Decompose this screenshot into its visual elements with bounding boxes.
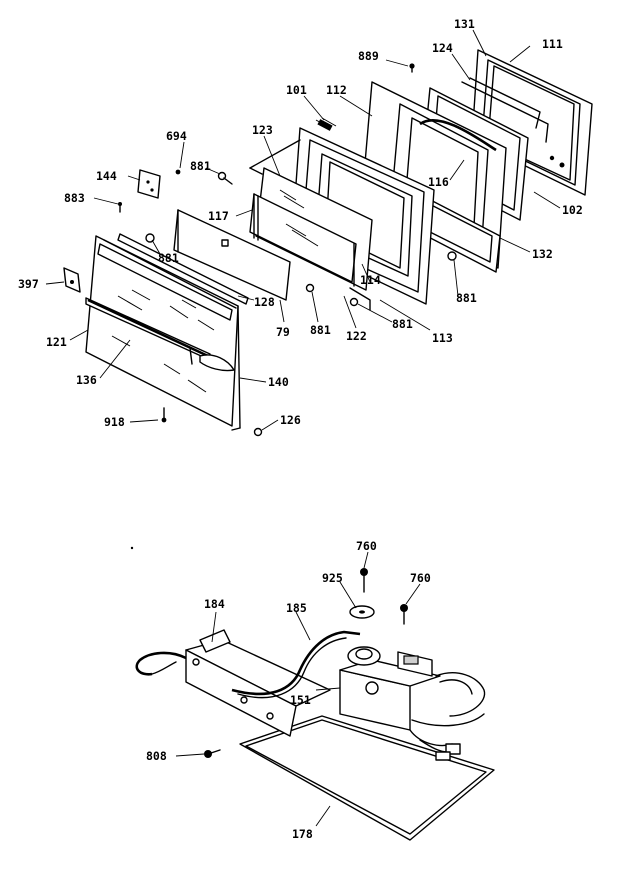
label-881-a: 881 [190,159,211,173]
part-136-handle [85,297,235,372]
wire-harness [419,739,461,761]
latch-motor-assembly: 760 925 760 184 185 151 808 178 [130,539,495,841]
label-102: 102 [562,203,583,217]
label-116: 116 [428,175,449,189]
part-178-base-plate [239,715,495,841]
label-694: 694 [166,129,187,143]
label-881-b: 881 [158,251,179,265]
part-808-screw [204,749,221,758]
label-124: 124 [432,41,453,55]
part-185-rod [231,630,361,699]
part-925-washer [349,605,375,619]
label-136: 136 [76,373,97,387]
label-760-a: 760 [356,539,377,553]
label-128: 128 [254,295,275,309]
label-397: 397 [18,277,39,291]
leader-lines-upper [45,29,561,431]
label-151: 151 [290,693,311,707]
label-126: 126 [280,413,301,427]
part-121-front-panel [85,233,249,431]
label-101: 101 [286,83,307,97]
screws [118,63,457,437]
label-881-c: 881 [456,291,477,305]
oven-door-assembly: 131 111 124 889 101 112 694 123 116 102 … [18,17,593,437]
labels-lower: 760 925 760 184 185 151 808 178 [146,539,431,841]
label-111: 111 [542,37,563,51]
label-760-b: 760 [410,571,431,585]
label-883: 883 [64,191,85,205]
label-112: 112 [326,83,347,97]
label-881-e: 881 [392,317,413,331]
label-121: 121 [46,335,67,349]
label-114: 114 [360,273,381,287]
leader-lines-lower [175,551,421,827]
part-760-screws [360,568,408,625]
label-144: 144 [96,169,117,183]
label-79: 79 [276,325,290,339]
label-808: 808 [146,749,167,763]
label-113: 113 [432,331,453,345]
part-184-latch-arm [135,629,331,737]
part-144-bracket [137,169,161,199]
label-881-d: 881 [310,323,331,337]
labels-upper: 131 111 124 889 101 112 694 123 116 102 … [18,17,583,429]
label-889: 889 [358,49,379,63]
label-918: 918 [104,415,125,429]
part-397-clip [63,267,81,293]
label-123: 123 [252,123,273,137]
label-132: 132 [532,247,553,261]
label-925: 925 [322,571,343,585]
label-140: 140 [268,375,289,389]
label-131: 131 [454,17,475,31]
part-79-inner-glass [173,209,291,301]
label-178: 178 [292,827,313,841]
label-185: 185 [286,601,307,615]
label-184: 184 [204,597,225,611]
label-117: 117 [208,209,229,223]
label-122: 122 [346,329,367,343]
part-117-window-pack [249,193,371,311]
